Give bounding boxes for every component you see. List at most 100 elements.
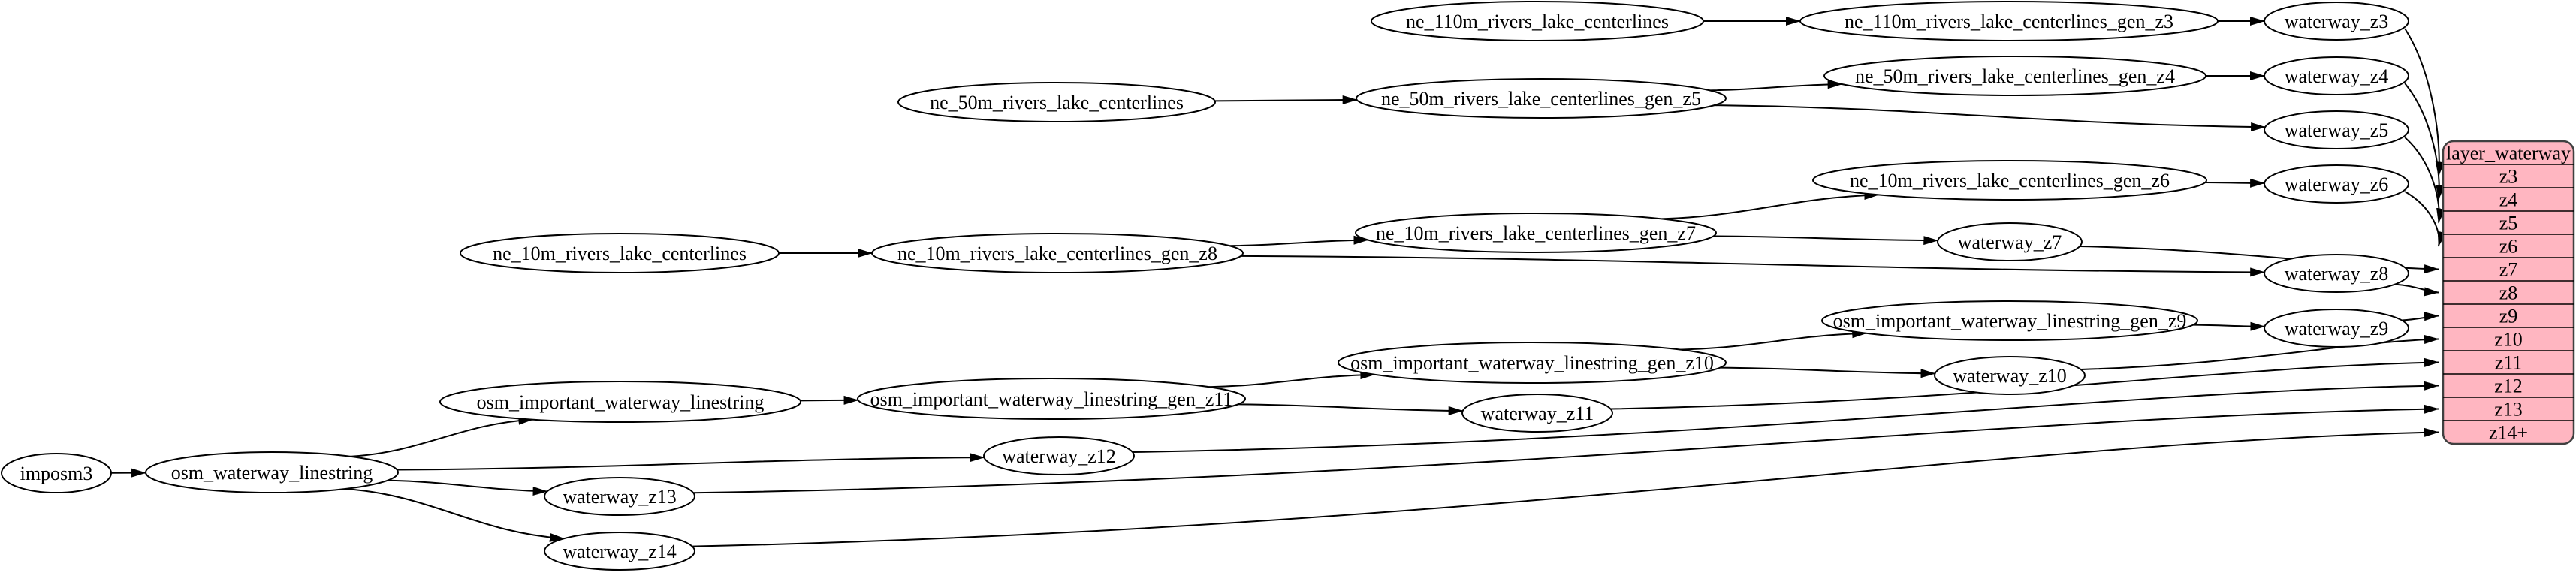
table-row-z11: z11 bbox=[2495, 352, 2523, 374]
node-waterway_z12: waterway_z12 bbox=[983, 436, 1135, 475]
node-ellipse bbox=[897, 82, 1216, 122]
node-ellipse bbox=[2264, 2, 2409, 41]
node-ellipse bbox=[1, 453, 112, 493]
node-ellipse bbox=[1371, 1, 1704, 41]
node-ne_10m_rivers_lake_centerlines_gen_z6: ne_10m_rivers_lake_centerlines_gen_z6 bbox=[1812, 160, 2207, 201]
node-ellipse bbox=[1934, 356, 2086, 395]
node-ne_50m_rivers_lake_centerlines_gen_z5: ne_50m_rivers_lake_centerlines_gen_z5 bbox=[1356, 78, 1727, 119]
node-label: osm_important_waterway_linestring_gen_z1… bbox=[870, 388, 1233, 410]
node-label: waterway_z8 bbox=[2285, 263, 2389, 285]
edge-waterway_z11--layer_waterway-z11 bbox=[1610, 357, 2439, 410]
edge-waterway_z13--layer_waterway-z13 bbox=[693, 404, 2439, 494]
node-label: waterway_z9 bbox=[2285, 318, 2389, 339]
node-ne_50m_rivers_lake_centerlines_gen_z4: ne_50m_rivers_lake_centerlines_gen_z4 bbox=[1823, 56, 2206, 96]
table-outline bbox=[2442, 140, 2575, 445]
table-row-z4: z4 bbox=[2499, 189, 2518, 211]
table-row-z7: z7 bbox=[2499, 259, 2518, 281]
edge-osm_waterway_linestring--waterway_z12 bbox=[397, 453, 985, 471]
edge-ne_10m_rivers_lake_centerlines_gen_z7--ne_10m_rivers_lake_centerlines_gen_z6 bbox=[1661, 191, 1880, 220]
node-label: ne_110m_rivers_lake_centerlines bbox=[1406, 11, 1669, 32]
edge-waterway_z14--layer_waterway-z14+ bbox=[692, 427, 2439, 547]
node-ellipse bbox=[2264, 110, 2409, 149]
edge-waterway_z6--layer_waterway-z6 bbox=[2404, 191, 2447, 247]
node-osm_important_waterway_linestring_gen_z10: osm_important_waterway_linestring_gen_z1… bbox=[1338, 342, 1727, 384]
table-row-z12: z12 bbox=[2494, 375, 2523, 397]
node-label: osm_important_waterway_linestring_gen_z9 bbox=[1833, 310, 2187, 332]
table-row-z14+: z14+ bbox=[2489, 422, 2528, 444]
edge-waterway_z4--layer_waterway-z4 bbox=[2404, 83, 2445, 201]
edge-waterway_z5--layer_waterway-z5 bbox=[2404, 137, 2445, 224]
node-label: osm_important_waterway_linestring bbox=[477, 391, 765, 413]
node-ne_10m_rivers_lake_centerlines_gen_z8: ne_10m_rivers_lake_centerlines_gen_z8 bbox=[871, 233, 1244, 273]
node-osm_waterway_linestring: osm_waterway_linestring bbox=[145, 451, 399, 493]
node-ellipse bbox=[2264, 56, 2409, 95]
node-ellipse bbox=[2264, 309, 2409, 348]
node-label: osm_important_waterway_linestring_gen_z1… bbox=[1350, 352, 1714, 374]
table-row-z3: z3 bbox=[2499, 166, 2518, 188]
node-ellipse bbox=[544, 532, 695, 571]
table-layer: layer_waterwayz3z4z5z6z7z8z9z10z11z12z13… bbox=[2442, 140, 2575, 445]
edges-layer bbox=[110, 17, 2447, 547]
edge-osm_important_waterway_linestring_gen_z11--osm_important_waterway_linestring_gen_z10 bbox=[1208, 370, 1376, 388]
nodes-layer: imposm3 osm_waterway_linestring ne_110m_ri… bbox=[1, 1, 2409, 571]
node-label: ne_110m_rivers_lake_centerlines_gen_z3 bbox=[1845, 11, 2173, 32]
node-ne_10m_rivers_lake_centerlines_gen_z7: ne_10m_rivers_lake_centerlines_gen_z7 bbox=[1355, 213, 1717, 253]
node-ne_110m_rivers_lake_centerlines: ne_110m_rivers_lake_centerlines bbox=[1371, 1, 1704, 41]
node-ellipse bbox=[1823, 56, 2206, 96]
node-ellipse bbox=[1812, 160, 2207, 201]
node-waterway_z11: waterway_z11 bbox=[1461, 394, 1613, 433]
node-label: ne_10m_rivers_lake_centerlines bbox=[493, 243, 747, 264]
table-row-z9: z9 bbox=[2499, 306, 2518, 327]
node-ellipse bbox=[1338, 342, 1727, 384]
table-row-z6: z6 bbox=[2499, 236, 2518, 258]
node-label: waterway_z3 bbox=[2285, 11, 2389, 32]
node-ne_50m_rivers_lake_centerlines: ne_50m_rivers_lake_centerlines bbox=[897, 82, 1216, 122]
node-osm_important_waterway_linestring_gen_z11: osm_important_waterway_linestring_gen_z1… bbox=[857, 378, 1246, 420]
node-label: ne_10m_rivers_lake_centerlines_gen_z7 bbox=[1376, 222, 1696, 244]
edge-ne_10m_rivers_lake_centerlines_gen_z8--waterway_z8 bbox=[1241, 255, 2266, 277]
edge-osm_waterway_linestring--waterway_z14 bbox=[345, 488, 565, 542]
node-waterway_z5: waterway_z5 bbox=[2264, 110, 2409, 149]
node-ellipse bbox=[544, 477, 695, 516]
node-waterway_z14: waterway_z14 bbox=[544, 532, 695, 571]
edge-ne_10m_rivers_lake_centerlines_gen_z7--waterway_z7 bbox=[1713, 235, 1939, 246]
table-row-z13: z13 bbox=[2494, 399, 2523, 421]
node-ellipse bbox=[1355, 213, 1717, 253]
node-ne_10m_rivers_lake_centerlines: ne_10m_rivers_lake_centerlines bbox=[460, 233, 780, 273]
node-label: ne_50m_rivers_lake_centerlines_gen_z4 bbox=[1855, 65, 2175, 87]
node-ellipse bbox=[145, 451, 399, 493]
node-ne_110m_rivers_lake_centerlines_gen_z3: ne_110m_rivers_lake_centerlines_gen_z3 bbox=[1799, 1, 2219, 41]
edge-waterway_z3--layer_waterway-z3 bbox=[2404, 28, 2445, 177]
node-imposm3: imposm3 bbox=[1, 453, 112, 493]
node-osm_important_waterway_linestring_gen_z9: osm_important_waterway_linestring_gen_z9 bbox=[1821, 300, 2198, 341]
table-title: layer_waterway bbox=[2446, 143, 2571, 164]
edge-osm_important_waterway_linestring_gen_z10--waterway_z10 bbox=[1719, 366, 1936, 378]
node-osm_important_waterway_linestring: osm_important_waterway_linestring bbox=[439, 381, 801, 423]
node-label: ne_10m_rivers_lake_centerlines_gen_z8 bbox=[897, 243, 1217, 264]
node-label: waterway_z11 bbox=[1481, 403, 1594, 424]
edge-waterway_z12--layer_waterway-z12 bbox=[1132, 381, 2439, 454]
edge-waterway_z10--layer_waterway-z10 bbox=[2080, 335, 2439, 370]
node-label: waterway_z4 bbox=[2285, 65, 2389, 87]
node-ellipse bbox=[1356, 78, 1727, 119]
node-ellipse bbox=[983, 436, 1135, 475]
edge-osm_important_waterway_linestring--osm_important_waterway_linestring_gen_z11 bbox=[800, 395, 859, 405]
node-label: ne_50m_rivers_lake_centerlines_gen_z5 bbox=[1381, 88, 1701, 110]
node-label: waterway_z14 bbox=[563, 541, 677, 562]
node-waterway_z8: waterway_z8 bbox=[2264, 254, 2409, 293]
table-row-z8: z8 bbox=[2499, 282, 2518, 304]
node-ellipse bbox=[857, 378, 1246, 420]
node-waterway_z9: waterway_z9 bbox=[2264, 309, 2409, 348]
node-label: waterway_z7 bbox=[1958, 231, 2062, 253]
table-row-z5: z5 bbox=[2499, 213, 2518, 234]
edge-ne_50m_rivers_lake_centerlines_gen_z5--waterway_z5 bbox=[1714, 104, 2267, 132]
node-ellipse bbox=[2264, 254, 2409, 293]
edge-osm_important_waterway_linestring_gen_z11--waterway_z11 bbox=[1238, 403, 1464, 415]
edge-osm_important_waterway_linestring_gen_z9--waterway_z9 bbox=[2193, 321, 2266, 331]
edge-waterway_z8--layer_waterway-z8 bbox=[2394, 283, 2439, 297]
node-label: ne_10m_rivers_lake_centerlines_gen_z6 bbox=[1850, 170, 2170, 192]
node-ellipse bbox=[460, 233, 780, 273]
node-ellipse bbox=[1799, 1, 2219, 41]
table-row-z10: z10 bbox=[2494, 329, 2523, 351]
